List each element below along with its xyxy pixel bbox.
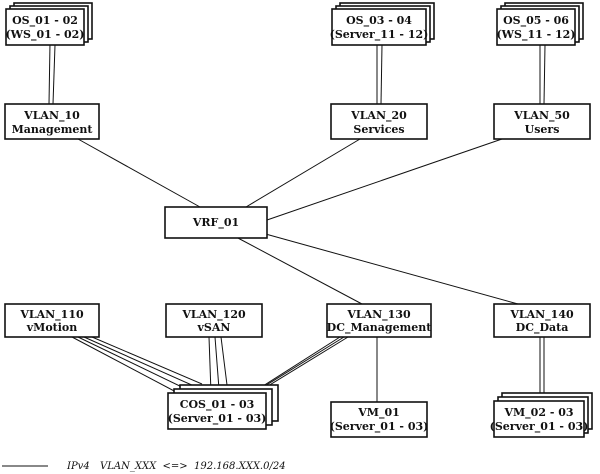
link-os05-vlan50 xyxy=(543,44,546,105)
node-vlan-140: VLAN_140 DC_Data xyxy=(493,303,591,338)
node-label-secondary: DC_Data xyxy=(516,321,569,335)
link-vlan130-cos xyxy=(251,336,341,394)
legend-mapping: VLAN_XXX <=> 192.168.XXX.0/24 xyxy=(100,461,286,472)
node-label-secondary: DC_Management xyxy=(327,321,433,335)
link-vlan130-cos xyxy=(267,336,349,387)
link-os01-vlan10 xyxy=(48,42,51,105)
node-label-primary: VLAN_140 xyxy=(509,308,574,322)
node-label-primary: COS_01 - 03 xyxy=(180,398,255,412)
node-vlan-130: VLAN_130 DC_Management xyxy=(326,303,433,338)
node-label-secondary: (Server_01 - 03) xyxy=(330,420,429,434)
node-label-primary: VM_02 - 03 xyxy=(503,406,573,420)
node-label-secondary: (Server_11 - 12) xyxy=(330,28,429,42)
link-vlan110-cos xyxy=(71,336,179,394)
link-vlan10-vrf xyxy=(77,138,201,208)
node-vrf-01: VRF_01 xyxy=(164,206,268,239)
node-label-secondary: (Server_01 - 03) xyxy=(168,412,267,426)
node-vlan-10: VLAN_10 Management xyxy=(4,103,100,140)
link-vlan50-vrf xyxy=(266,138,503,221)
node-vlan-120: VLAN_120 vSAN xyxy=(165,303,263,338)
node-vlan-20: VLAN_20 Services xyxy=(330,103,428,140)
node-label-primary: VM_01 xyxy=(357,406,400,420)
node-label-secondary: Services xyxy=(353,123,404,136)
node-vlan-50: VLAN_50 Users xyxy=(493,103,591,140)
legend: IPv4 VLAN_XXX <=> 192.168.XXX.0/24 xyxy=(2,461,286,472)
node-label-secondary: vMotion xyxy=(26,321,78,334)
node-os-03-04: OS_03 - 04 (Server_11 - 12) xyxy=(330,2,435,46)
node-os-05-06: OS_05 - 06 (WS_11 - 12) xyxy=(496,2,584,46)
node-label-secondary: vSAN xyxy=(197,321,231,334)
node-cos-01-03: COS_01 - 03 (Server_01 - 03) xyxy=(167,384,279,430)
node-label-primary: OS_03 - 04 xyxy=(346,14,412,28)
link-os01-vlan10 xyxy=(52,44,56,105)
node-label-primary: VRF_01 xyxy=(192,216,239,230)
connections xyxy=(48,42,546,402)
node-label-primary: OS_05 - 06 xyxy=(503,14,569,28)
link-vlan110-cos xyxy=(91,336,203,385)
link-vlan120-cos xyxy=(208,336,212,394)
node-vm-01: VM_01 (Server_01 - 03) xyxy=(330,401,429,438)
link-vlan130-cos xyxy=(259,336,345,390)
node-label-primary: VLAN_130 xyxy=(346,308,411,322)
node-label-primary: VLAN_120 xyxy=(181,308,246,322)
node-label-primary: VLAN_110 xyxy=(19,308,84,322)
node-label-secondary: Management xyxy=(12,123,94,136)
node-label-primary: VLAN_50 xyxy=(513,109,570,123)
link-vlan20-vrf xyxy=(245,138,361,208)
node-label-secondary: Users xyxy=(525,123,560,136)
link-vrf-vlan130 xyxy=(235,236,363,305)
node-label-primary: VLAN_20 xyxy=(350,109,407,123)
node-vlan-110: VLAN_110 vMotion xyxy=(4,303,100,338)
node-label-secondary: (WS_01 - 02) xyxy=(5,28,84,42)
node-vm-02-03: VM_02 - 03 (Server_01 - 03) xyxy=(490,392,593,438)
link-vlan110-cos xyxy=(83,336,195,387)
legend-protocol: IPv4 xyxy=(66,461,90,472)
node-label-primary: VLAN_10 xyxy=(23,109,80,123)
node-label-secondary: (WS_11 - 12) xyxy=(496,28,575,42)
node-label-secondary: (Server_01 - 03) xyxy=(490,420,589,434)
link-vlan120-cos xyxy=(214,336,220,390)
link-vrf-vlan140 xyxy=(261,232,519,305)
node-label-primary: OS_01 - 02 xyxy=(12,14,78,28)
node-os-01-02: OS_01 - 02 (WS_01 - 02) xyxy=(5,2,93,46)
link-vlan120-cos xyxy=(220,336,228,386)
link-vlan110-cos xyxy=(77,336,187,390)
link-os03-vlan20 xyxy=(380,44,383,105)
